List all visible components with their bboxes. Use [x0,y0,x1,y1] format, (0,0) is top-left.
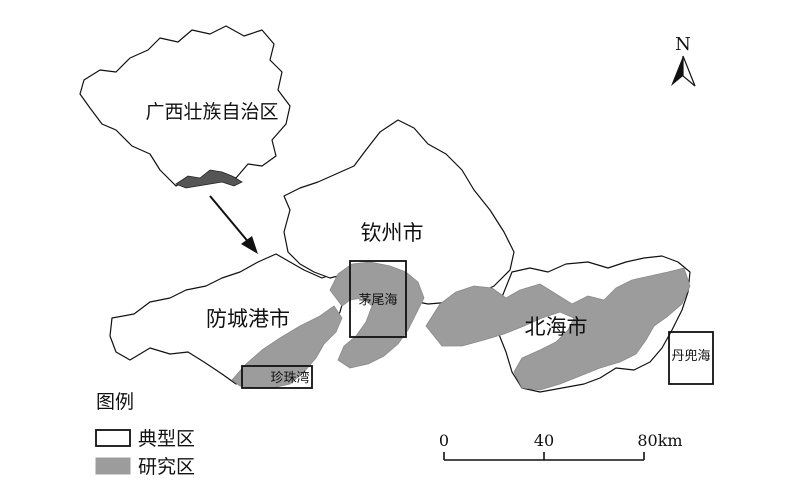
north-label: N [675,34,691,55]
typical-box-maoweihai [349,260,407,338]
legend-swatch-study [95,457,131,475]
typical-box-zhenzhuwan [241,365,313,389]
legend-swatch-typical [95,429,131,447]
inset-coast-highlight [175,169,243,189]
typical-box-danjihai [668,331,714,385]
study-area-bay [329,261,425,369]
label-danjihai: 丹兜海 [671,349,710,364]
north-arrow-right-icon [682,55,696,87]
legend-label-study: 研究区 [138,456,195,478]
scale-tick-40: 40 [534,431,554,450]
label-fangchenggang: 防城港市 [206,307,290,331]
inset-label: 广西壮族自治区 [145,101,278,123]
north-arrow: N [671,34,696,87]
inset-map: 广西壮族自治区 [79,25,291,189]
scale-tick-0: 0 [439,431,449,450]
scale-bar: 0 40 80km [439,431,683,461]
pointer-arrow [209,195,258,254]
label-beihai: 北海市 [525,315,588,339]
label-zhenzhuwan: 珍珠湾 [270,370,309,386]
north-arrow-left-icon [671,56,683,86]
scale-tick-80: 80km [637,431,682,450]
label-qinzhou: 钦州市 [361,221,424,245]
legend: 图例 典型区 研究区 [95,391,195,478]
label-maoweihai: 茅尾海 [358,293,397,308]
legend-title: 图例 [96,391,134,413]
main-map: 钦州市 防城港市 北海市 茅尾海 珍珠湾 丹兜海 [109,119,714,393]
legend-label-typical: 典型区 [138,428,195,450]
study-area-central [425,267,691,391]
guangxi-outline [79,25,291,187]
